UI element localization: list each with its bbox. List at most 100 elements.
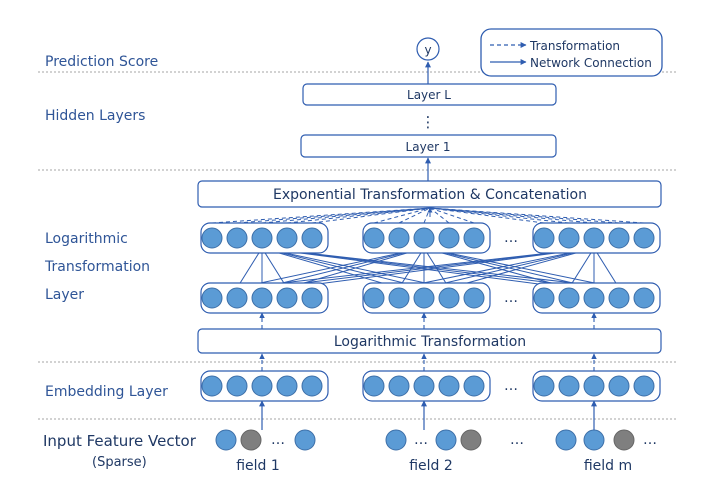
field-label: field 2 [409,458,453,474]
neuron-node [201,287,223,309]
exp-transform-edge [398,207,431,224]
network-edge [423,247,570,289]
input-node [583,429,605,451]
network-edge [398,247,425,289]
neuron-node [276,375,298,397]
log-layer-label-line3: Layer [45,287,84,303]
input-ellipsis: … [643,432,657,448]
exp-transform-edge [429,207,620,224]
log-layer-upper-group [362,222,491,254]
exp-concat-box [197,180,662,208]
network-edge [261,247,620,289]
exp-transform-edge [429,207,570,224]
network-edge [261,247,450,289]
neuron-node [226,287,248,309]
neuron-node [201,227,223,249]
neuron-node [438,227,460,249]
network-edge [261,247,400,289]
log-transform-label: Logarithmic Transformation [334,334,526,350]
input-node [215,429,237,451]
exp-transform-edge [429,207,475,224]
neuron-node [608,375,630,397]
neuron-node [413,375,435,397]
exp-concat-label: Exponential Transformation & Concatenati… [273,187,587,203]
layer-1-label: Layer 1 [406,140,451,154]
exp-transform-edge [429,207,645,224]
neuron-node [608,227,630,249]
log-layer-label-line1: Logarithmic [45,231,128,247]
input-node [555,429,577,451]
neuron-node [388,227,410,249]
field-label: field 1 [236,458,280,474]
exp-transform-edge [261,207,431,224]
neuron-node [608,287,630,309]
active-input-node [460,429,482,451]
neuron-node [558,287,580,309]
network-edge [593,247,620,289]
input-ellipsis: … [510,432,524,448]
exp-transform-edge [373,207,431,224]
network-edge [423,247,595,289]
input-node [435,429,457,451]
neuron-node [226,375,248,397]
input-sparse-label: (Sparse) [92,455,147,470]
exp-transform-edge [423,207,431,224]
legend-network-connection-label: Network Connection [530,56,652,70]
log-layer-upper-group [532,222,661,254]
neuron-node [301,375,323,397]
legend: Transformation Network Connection [480,28,663,77]
output-node: y [416,37,440,61]
output-label: y [424,43,431,57]
neuron-node [583,375,605,397]
network-edge [261,247,425,289]
neuron-node [276,227,298,249]
log-layer-upper-group [200,222,329,254]
embedding-group [532,370,661,402]
neuron-node [276,287,298,309]
neuron-node [363,375,385,397]
group-ellipsis: … [504,230,518,246]
neuron-node [413,227,435,249]
network-edges [211,207,645,371]
ellipses: … … … [504,230,518,394]
embedding-layer-label: Embedding Layer [45,384,168,400]
active-input-node [240,429,262,451]
node-groups [200,222,661,402]
neuron-node [633,287,655,309]
input-node [385,429,407,451]
neuron-node [463,375,485,397]
neuron-node [226,227,248,249]
neuron-node [438,375,460,397]
neuron-node [363,287,385,309]
neuron-node [201,375,223,397]
hidden-layers-label: Hidden Layers [45,108,145,124]
network-edge [236,247,263,289]
log-layer-label-line2: Transformation [44,259,150,275]
input-ellipsis: … [271,432,285,448]
neuron-node [583,227,605,249]
legend-transformation-label: Transformation [529,39,620,53]
neuron-node [438,287,460,309]
transformation-boxes: Exponential Transformation & Concatenati… [197,180,662,354]
field-label: field m [584,458,632,474]
neuron-node [388,287,410,309]
group-ellipsis: … [504,290,518,306]
layer-1-box [300,134,557,158]
neuron-node [583,287,605,309]
neuron-node [558,375,580,397]
log-layer-lower-group [532,282,661,314]
input-feature-vector-label: Input Feature Vector [43,432,197,450]
neuron-node [633,227,655,249]
neuron-node [533,375,555,397]
neuron-node [251,375,273,397]
network-edge [423,247,620,289]
prediction-score-label: Prediction Score [45,54,158,70]
network-edge [568,247,595,289]
active-input-node [613,429,635,451]
neuron-node [463,287,485,309]
neuron-node [633,375,655,397]
group-ellipsis: … [504,378,518,394]
neuron-node [363,227,385,249]
neuron-node [301,287,323,309]
log-layer-lower-group [362,282,491,314]
